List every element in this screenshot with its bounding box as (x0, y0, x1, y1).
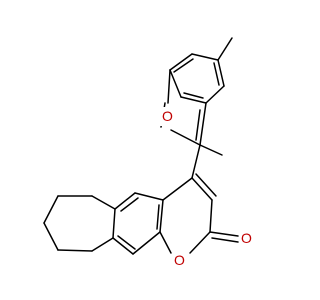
bond (217, 59, 225, 87)
bond (183, 92, 204, 99)
central-benzene-ring (112, 192, 164, 255)
bond (57, 249, 93, 252)
pyranone-ring (159, 173, 239, 254)
bond (191, 177, 213, 201)
methyl-bond (199, 144, 223, 156)
bond (156, 204, 160, 230)
cyclohexane-ring (43, 195, 116, 252)
bond (189, 231, 211, 254)
bond (191, 53, 219, 61)
bond (209, 199, 213, 233)
bond (159, 199, 164, 233)
methyl-bond (217, 37, 233, 61)
bond (114, 192, 136, 210)
bond (199, 102, 207, 146)
svg-text:O: O (174, 252, 185, 268)
bond (162, 177, 193, 201)
svg-text:O: O (162, 108, 173, 124)
linking-bond (191, 144, 201, 179)
bond (132, 231, 161, 255)
oxygen-atom-benzofuran: O (160, 107, 175, 126)
bond (134, 192, 164, 201)
bond (195, 109, 201, 141)
bond (170, 129, 201, 146)
bond (43, 222, 59, 251)
bond (91, 195, 116, 210)
oxygen-atom-pyranone: O (172, 251, 187, 270)
molecule-diagram: O O O (43, 37, 254, 270)
bond (159, 231, 172, 254)
carbonyl-bond (211, 237, 239, 243)
bond (43, 195, 59, 224)
bond (120, 197, 139, 212)
benzofuran-ring (160, 37, 233, 156)
bond (180, 96, 207, 104)
bond (195, 173, 217, 197)
bond (112, 208, 116, 239)
bond (205, 85, 225, 104)
bond (117, 235, 136, 250)
bond (167, 69, 171, 104)
svg-text:O: O (241, 230, 252, 246)
bond (91, 237, 114, 252)
bond (112, 237, 134, 255)
bond (169, 53, 193, 71)
bond (173, 58, 194, 73)
carbonyl-bond (209, 231, 239, 237)
bond (169, 69, 182, 98)
bond (213, 62, 220, 86)
carbonyl-oxygen-atom: O (239, 228, 254, 247)
